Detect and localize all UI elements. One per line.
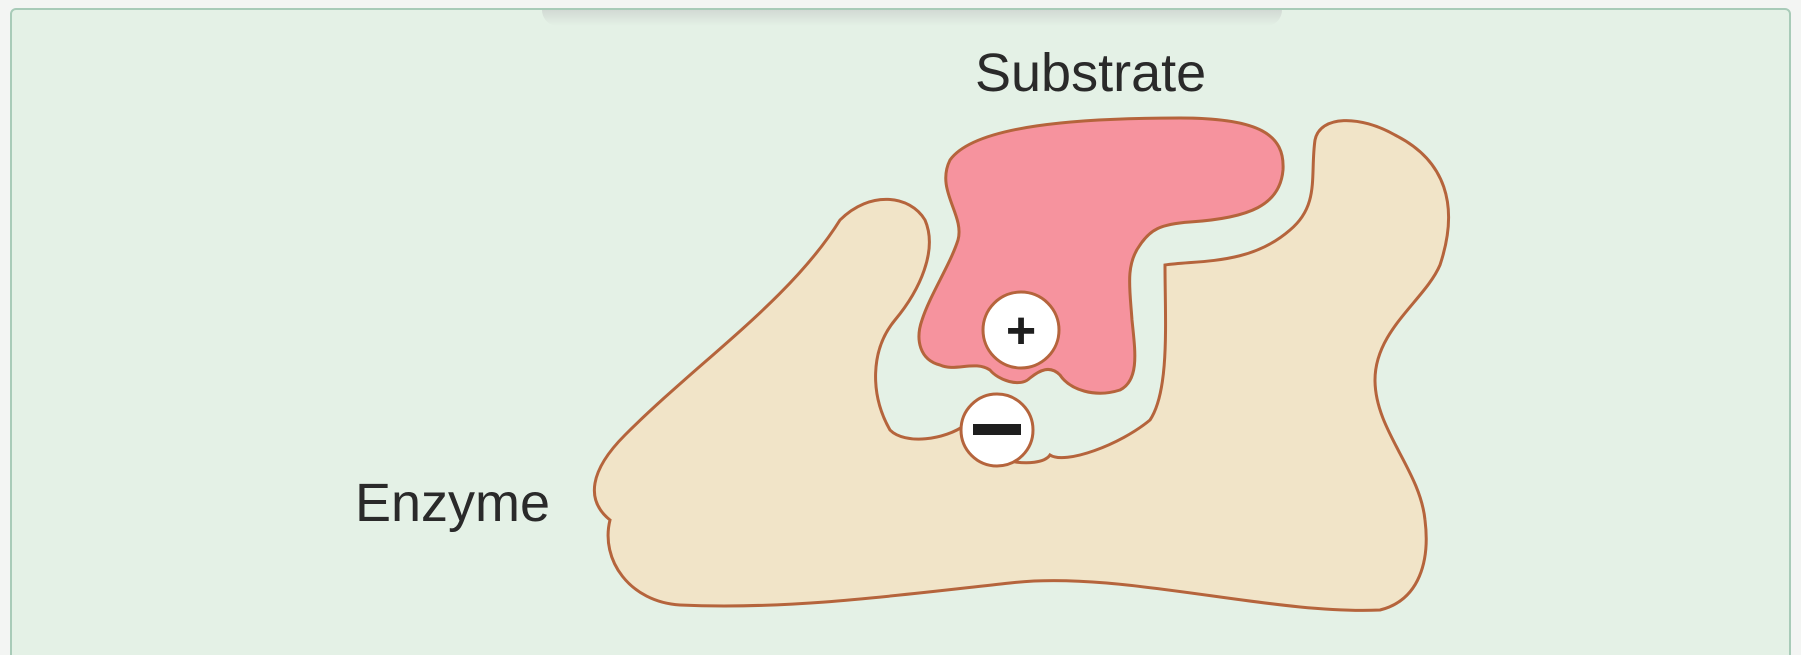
enzyme-label: Enzyme (355, 476, 550, 530)
negative-charge-symbol (973, 424, 1021, 435)
substrate-label: Substrate (975, 46, 1206, 100)
positive-charge-symbol: + (1006, 302, 1036, 360)
